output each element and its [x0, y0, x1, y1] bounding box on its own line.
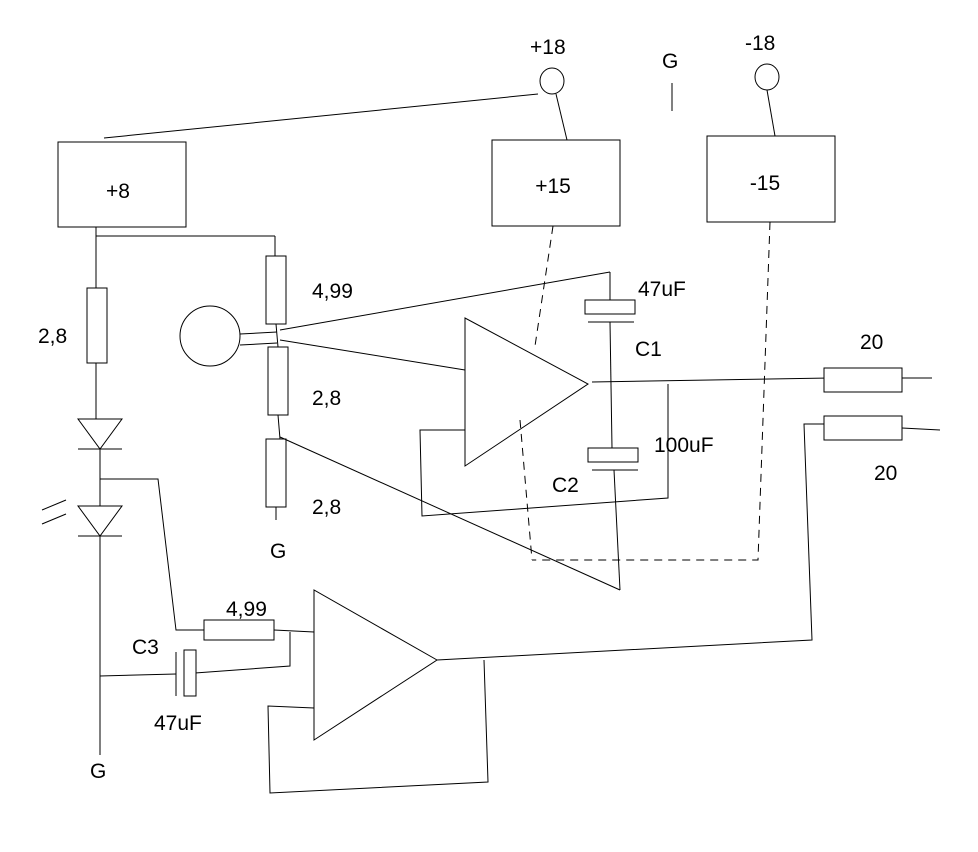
capacitor-c2: [587, 447, 639, 591]
resistor-left-label: 2,8: [38, 325, 67, 348]
capacitor-c1: [584, 272, 636, 449]
op-amp-1: [464, 317, 589, 467]
regulator-plus15-box: [491, 139, 621, 227]
regulator-minus15-box: [706, 135, 836, 223]
resistor-divider-mid-label: 2,8: [312, 387, 341, 410]
capacitor-c1-value: 47uF: [638, 278, 686, 301]
dashed-supply-minus15: [532, 221, 771, 561]
resistor-out-1: [823, 367, 903, 393]
resistor-input-2-label: 4,99: [226, 598, 267, 621]
capacitor-c1-name: C1: [635, 338, 662, 361]
resistor-out-1-label: 20: [860, 331, 883, 354]
reference-wire: [100, 478, 205, 631]
regulator-plus8-box: [57, 141, 187, 228]
plus18-terminal: [103, 67, 568, 141]
resistor-out-2: [823, 415, 903, 441]
ground-label-top: G: [662, 50, 678, 73]
resistor-divider-top: [265, 255, 287, 325]
plus18-label: +18: [530, 36, 566, 59]
diode: [77, 418, 123, 506]
capacitor-c3-name: C3: [132, 636, 159, 659]
ground-label-divider: G: [270, 540, 286, 563]
resistor-divider-bot-label: 2,8: [312, 496, 341, 519]
resistor-input-2: [203, 619, 275, 641]
resistor-divider-bot: [265, 438, 287, 508]
minus18-terminal: [754, 63, 780, 137]
dashed-supply-plus15: [519, 225, 554, 561]
capacitor-c3: [99, 649, 197, 697]
resistor-out-2-label: 20: [874, 462, 897, 485]
resistor-left: [86, 287, 108, 364]
resistor-divider-top-label: 4,99: [312, 280, 353, 303]
regulator-plus8-label: +8: [106, 180, 130, 203]
regulator-plus15-label: +15: [535, 175, 571, 198]
capacitor-c2-value: 100uF: [654, 434, 714, 457]
op-amp-2-wiring: [194, 423, 824, 794]
plus8-output-wires: [95, 227, 276, 288]
capacitor-c2-name: C2: [552, 474, 579, 497]
op-amp-1-wiring: [279, 271, 831, 591]
ground-label-bottom: G: [90, 760, 106, 783]
minus18-label: -18: [745, 32, 775, 55]
resistor-divider-mid: [267, 346, 289, 416]
led-diode: [41, 499, 123, 755]
regulator-minus15-label: -15: [750, 172, 780, 195]
op-amp-2: [313, 589, 438, 741]
capacitor-c3-value: 47uF: [154, 712, 202, 735]
sensor-circle: [179, 305, 278, 367]
